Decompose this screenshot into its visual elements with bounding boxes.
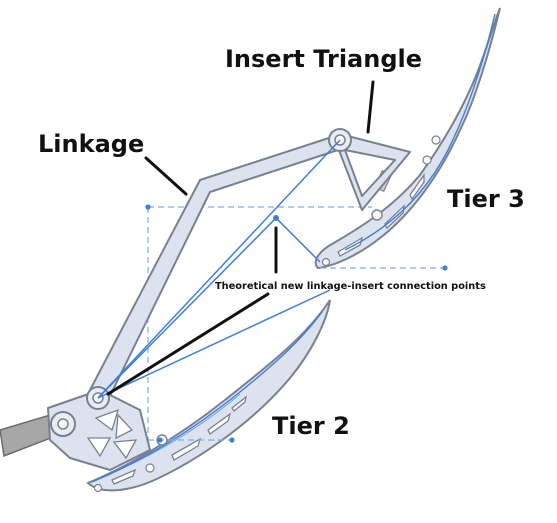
tier3-hole (371, 209, 383, 221)
label-connection-points: Theoretical new linkage-insert connectio… (215, 281, 486, 292)
construction-point (442, 265, 448, 271)
tier2-slot (207, 412, 232, 435)
tier3-blade-body (314, 7, 501, 270)
theoretical-tier2-connection (97, 289, 331, 399)
callout-insert-triangle (366, 80, 375, 134)
construction-lines (147, 206, 445, 441)
theoretical-point-tier3 (273, 215, 279, 221)
label-linkage: Linkage (38, 130, 144, 158)
tier3-slot (409, 172, 425, 201)
callouts (106, 80, 375, 396)
hub-cutout (112, 439, 138, 460)
tier2-hole (93, 483, 103, 493)
construction-point (145, 204, 151, 210)
hub-cutout (86, 437, 112, 458)
label-tier3: Tier 3 (447, 185, 525, 213)
tier2-blade (86, 299, 331, 493)
tier3-hole (422, 155, 432, 165)
hub-pivot-inner (57, 418, 69, 430)
tier3-hole (321, 257, 331, 267)
construction-point (157, 437, 163, 443)
tier2-slot (171, 437, 202, 461)
tier2-hole (145, 463, 155, 473)
hub-cutout (94, 408, 119, 432)
tier2-slot (111, 468, 137, 485)
tier3-hole (431, 135, 441, 145)
construction-point (229, 437, 235, 443)
theoretical-upper-line (97, 139, 341, 399)
tier2-inner-line (99, 393, 241, 479)
label-insert-triangle: Insert Triangle (225, 45, 422, 73)
label-tier2: Tier 2 (272, 412, 350, 440)
construction-points (145, 204, 448, 443)
lower-hub (0, 386, 151, 471)
tier3-edge-line (344, 13, 496, 251)
callout-connection-down (106, 292, 270, 396)
tier2-blade-body (86, 299, 331, 492)
hub-cutout (115, 413, 134, 440)
tier2-edge-line (91, 311, 323, 483)
callout-linkage (144, 156, 188, 196)
tier2-slot (231, 395, 247, 412)
insert-triangle-body (331, 131, 411, 211)
